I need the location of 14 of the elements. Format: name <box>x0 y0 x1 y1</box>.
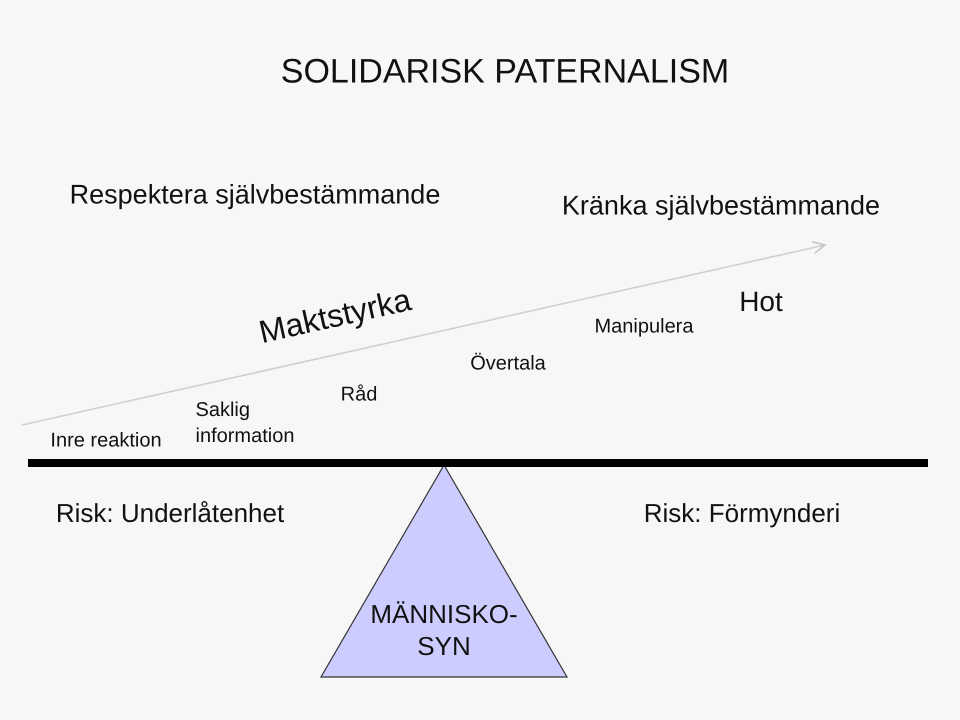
scale-step-label: Saklig information <box>196 398 296 449</box>
scale-step-label: Övertala <box>470 352 546 376</box>
scale-step-label: Inre reaktion <box>50 430 162 452</box>
scale-step-label: Råd <box>340 384 378 406</box>
node-label: MÄNNISKO- SYN <box>369 598 519 662</box>
scale-step-label: Hot <box>739 286 783 318</box>
scale-step-label: Manipulera <box>594 316 694 338</box>
risk-label: Risk: Förmynderi <box>644 499 840 529</box>
risk-label: Risk: Underlåtenhet <box>56 499 284 529</box>
title: SOLIDARISK PATERNALISM <box>280 52 730 92</box>
right-pole-label: Kränka självbestämmande <box>562 190 880 222</box>
arrow-label: Maktstyrka <box>256 281 414 351</box>
fulcrum-triangle <box>320 464 568 678</box>
left-pole-label: Respektera självbestämmande <box>70 179 440 211</box>
